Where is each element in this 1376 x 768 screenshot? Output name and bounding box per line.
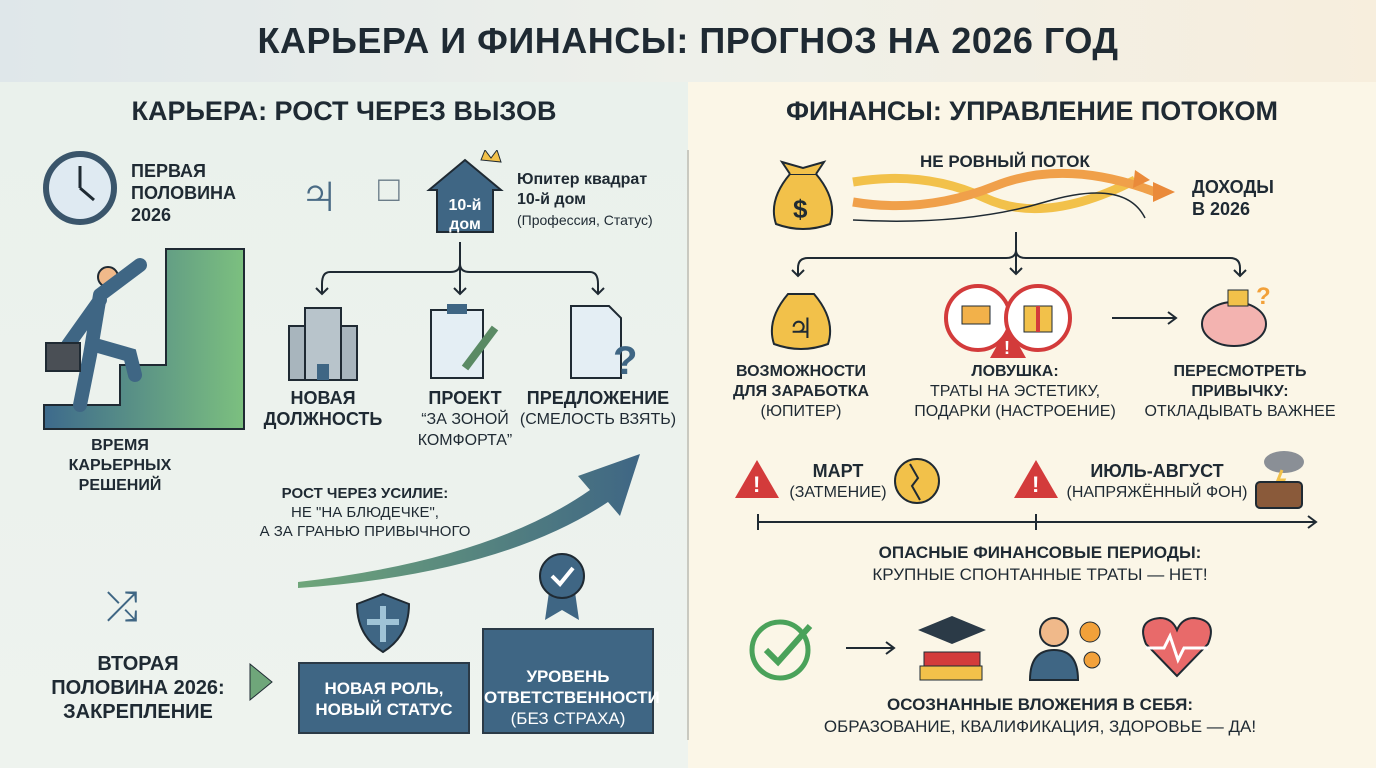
growth-arrow xyxy=(298,454,640,588)
clock-icon xyxy=(43,151,117,225)
document-question-icon: ? xyxy=(570,305,637,382)
arrow-right-icon-2 xyxy=(846,641,896,655)
building-icon xyxy=(288,307,358,381)
badge-check-icon xyxy=(539,553,585,620)
stairs-climber-icon xyxy=(43,248,245,430)
branch-arrows xyxy=(315,242,605,296)
period-march: МАРТ(ЗАТМЕНИЕ) xyxy=(789,461,887,501)
self-investment-text: ОСОЗНАННЫЕ ВЛОЖЕНИЯ В СЕБЯ:ОБРАЗОВАНИЕ, … xyxy=(823,695,1257,736)
jupiter-money-bag-icon: ♃ xyxy=(770,293,832,350)
qualification-person-icon xyxy=(1028,617,1101,681)
money-bag-icon xyxy=(772,160,834,230)
svg-text:?: ? xyxy=(613,339,637,382)
panel-divider xyxy=(687,150,689,740)
finance-branch-arrows xyxy=(791,232,1247,278)
health-heart-icon xyxy=(1142,616,1212,678)
play-arrow-icon xyxy=(249,662,273,702)
growth-text: РОСТ ЧЕРЕЗ УСИЛИЕ:НЕ "НА БЛЮДЕЧКЕ",А ЗА … xyxy=(259,485,471,540)
timeline-axis xyxy=(757,514,1318,530)
clipboard-icon xyxy=(430,304,499,379)
option-project: ПРОЕКТ“ЗА ЗОНОЙ КОМФОРТА” xyxy=(417,388,513,449)
check-circle-icon xyxy=(749,619,813,681)
svg-text:!: ! xyxy=(1032,472,1039,497)
svg-text:?: ? xyxy=(1256,283,1271,310)
warning-icon-march: ! xyxy=(735,460,779,498)
page-title: КАРЬЕРА И ФИНАНСЫ: ПРОГНОЗ НА 2026 ГОД xyxy=(257,20,1119,61)
flow-label: НЕ РОВНЫЙ ПОТОК xyxy=(920,152,1090,171)
house-icon xyxy=(426,150,504,233)
new-role-box: НОВАЯ РОЛЬ,НОВЫЙ СТАТУС xyxy=(298,662,470,734)
svg-text:♃: ♃ xyxy=(788,312,813,345)
career-heading: КАРЬЕРА: РОСТ ЧЕРЕЗ ВЫЗОВ xyxy=(131,96,557,126)
storm-wallet-icon xyxy=(1255,451,1304,509)
danger-periods-text: ОПАСНЫЕ ФИНАНСОВЫЕ ПЕРИОДЫ:КРУПНЫЕ СПОНТ… xyxy=(872,543,1208,584)
spending-trap-icon: ! xyxy=(944,284,1072,358)
svg-text:!: ! xyxy=(753,472,760,497)
education-icon xyxy=(918,616,986,681)
arrow-right-icon xyxy=(1112,311,1178,325)
piggy-bank-lock-icon: ? xyxy=(1201,283,1271,347)
header-band xyxy=(0,0,1376,82)
shield-icon xyxy=(355,592,411,654)
finance-heading: ФИНАНСЫ: УПРАВЛЕНИЕ ПОТОКОМ xyxy=(785,96,1279,126)
jupiter-symbol: ♃ xyxy=(298,162,340,225)
option-offer: ПРЕДЛОЖЕНИЕ(СМЕЛОСТЬ ВЗЯТЬ) xyxy=(519,388,677,428)
income-flow-arrows xyxy=(852,168,1175,222)
square-aspect-symbol: □ xyxy=(378,168,400,209)
spending-trap: ЛОВУШКА:ТРАТЫ НА ЭСТЕТИКУ,ПОДАРКИ (НАСТР… xyxy=(914,363,1116,420)
eclipse-coin-icon xyxy=(894,458,940,504)
warning-icon-summer: ! xyxy=(1014,460,1058,498)
period-july-august: ИЮЛЬ-АВГУСТ(НАПРЯЖЁННЫЙ ФОН) xyxy=(1066,461,1248,501)
dollar-sign: $ xyxy=(793,194,808,224)
shuffle-icon: ⤮ xyxy=(106,585,138,629)
svg-text:!: ! xyxy=(1004,338,1010,358)
